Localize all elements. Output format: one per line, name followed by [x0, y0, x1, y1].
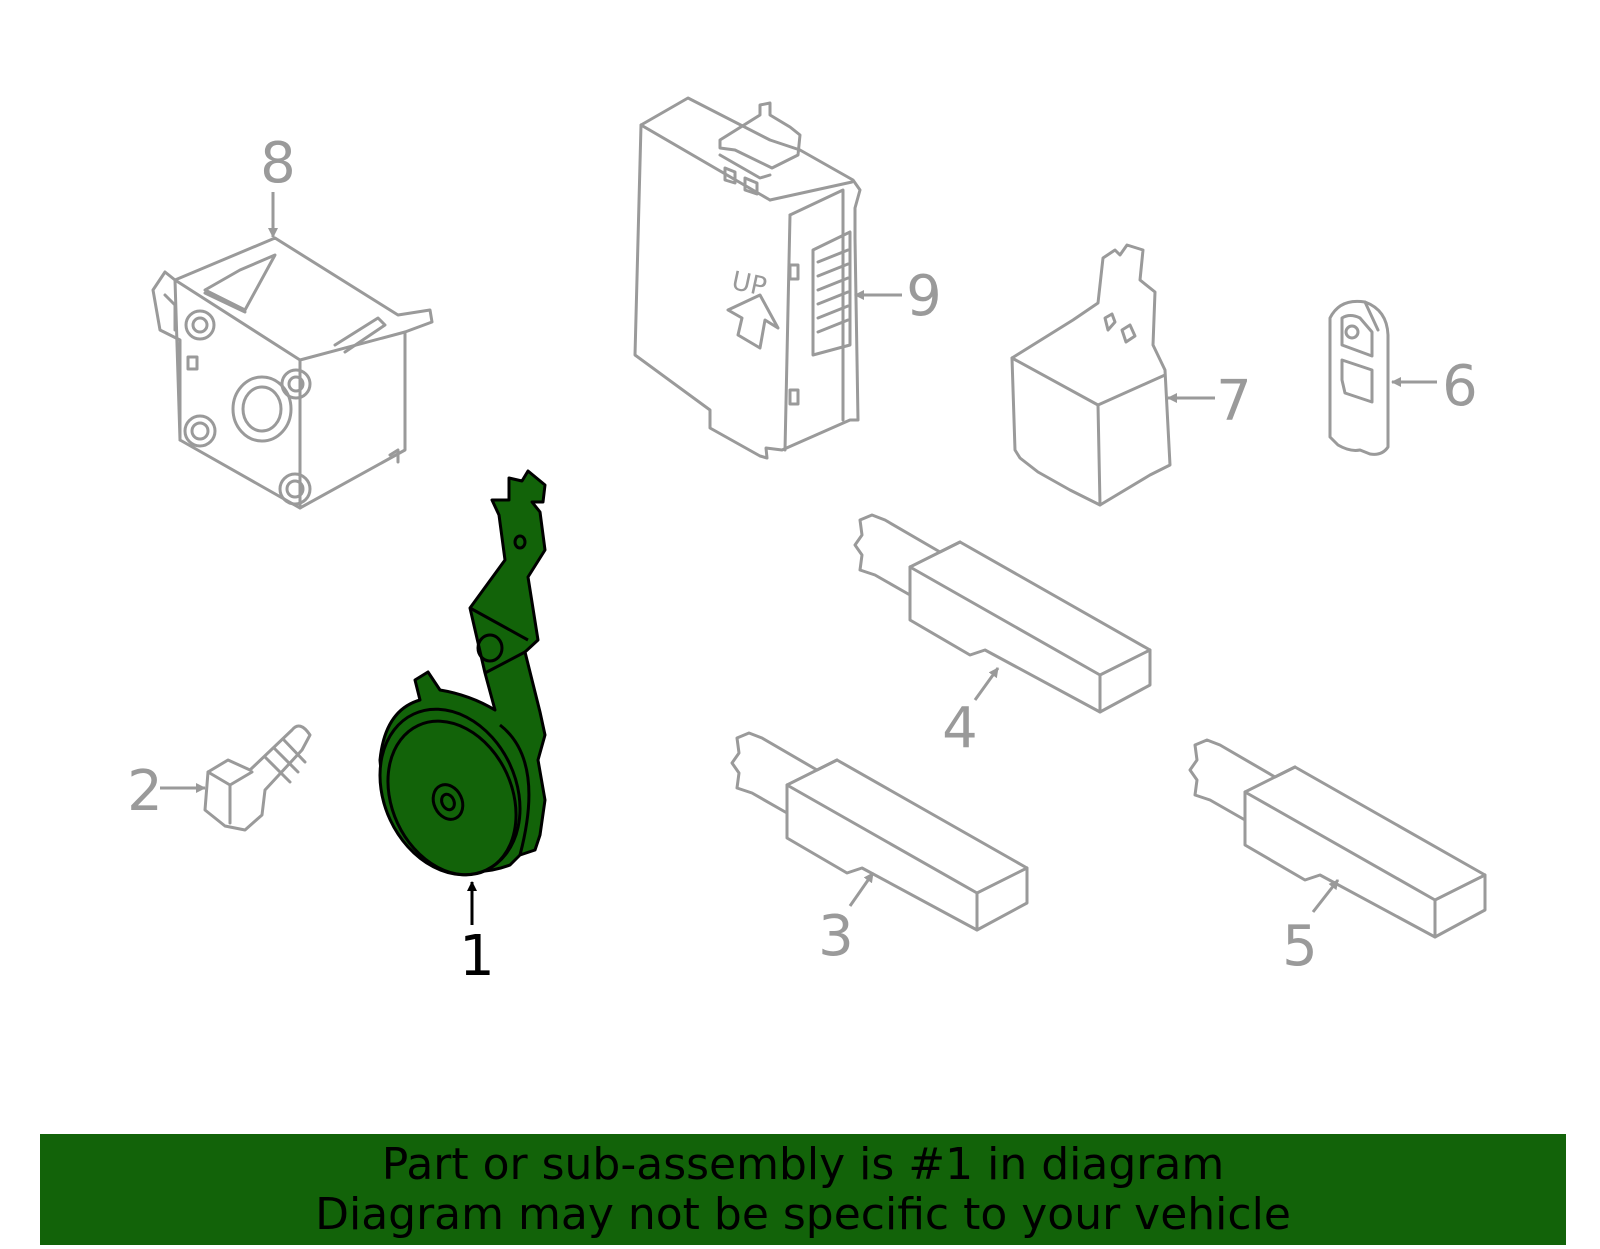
part-7-sensor-bracket: [1010, 243, 1172, 507]
leader-4: [973, 667, 1000, 701]
leader-5: [1311, 879, 1340, 913]
part-1-horn: [378, 469, 547, 877]
callout-6: 6: [1442, 354, 1478, 419]
part-6-key-fob: [1328, 299, 1390, 456]
part-8-control-unit: [151, 236, 434, 510]
callout-3: 3: [818, 904, 854, 969]
part-3-sensor-bar: [730, 731, 1029, 932]
callout-2: 2: [127, 759, 163, 824]
module-up-marking: UP: [729, 266, 769, 303]
part-4-sensor-bar: [853, 513, 1152, 714]
part-5-sensor-bar: [1188, 738, 1487, 939]
callout-numbers: 8 9 7 6 2 4 3 5 1: [127, 131, 1478, 989]
part-2-bolt: [203, 724, 312, 832]
callout-9: 9: [906, 264, 942, 329]
banner-disclaimer: Diagram may not be specific to your vehi…: [315, 1188, 1291, 1240]
callout-4: 4: [942, 696, 978, 761]
callout-8: 8: [260, 131, 296, 196]
callout-7: 7: [1216, 369, 1252, 434]
callout-1: 1: [459, 924, 495, 989]
leader-3: [848, 872, 875, 907]
info-banner: Part or sub-assembly is #1 in diagram Di…: [40, 1134, 1566, 1245]
part-9-module: UP: [633, 96, 862, 460]
banner-part-note: Part or sub-assembly is #1 in diagram: [381, 1138, 1225, 1190]
leader-arrows: [160, 192, 1437, 925]
callout-5: 5: [1282, 914, 1318, 979]
